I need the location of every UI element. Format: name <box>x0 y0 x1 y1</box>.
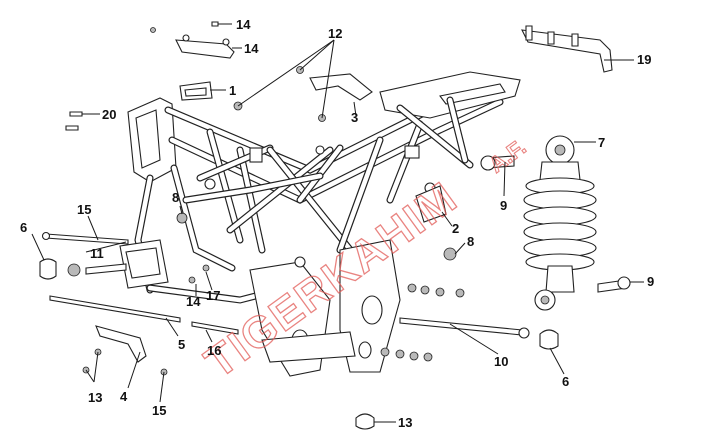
svg-text:A.F.: A.F. <box>484 134 530 177</box>
callout-9-lower: 9 <box>647 274 654 289</box>
leader-lines <box>31 23 644 423</box>
callout-19: 14 <box>236 17 251 32</box>
callout-15-lower: 16 <box>207 343 221 358</box>
callout-14-lower: 15 <box>152 403 166 418</box>
rear-shock-7 <box>523 135 597 311</box>
callout-15-upper: 15 <box>77 202 91 217</box>
callout-13-lower: 13 <box>88 390 102 405</box>
callout-6-left: 6 <box>20 220 27 235</box>
callout-16: 17 <box>206 288 220 303</box>
callout-7: 7 <box>598 135 605 150</box>
callout-8-left: 8 <box>172 190 179 205</box>
bracket-3 <box>309 73 373 101</box>
callout-10: 10 <box>494 354 508 369</box>
callout-3: 3 <box>351 110 358 125</box>
callout-11: 11 <box>90 246 104 261</box>
callout-13-top: 12 <box>328 26 342 41</box>
callout-12: 13 <box>398 415 412 430</box>
callout-5: 5 <box>178 337 185 352</box>
callout-4: 4 <box>120 389 128 404</box>
bracket-18 <box>175 39 235 59</box>
callout-6-right: 6 <box>562 374 569 389</box>
callouts: 14 14 1 12 3 20 19 7 9 9 8 2 8 15 6 11 1… <box>20 17 654 430</box>
callout-1: 1 <box>229 83 236 98</box>
callout-20: 20 <box>102 107 116 122</box>
rear-bracket-17 <box>521 29 613 73</box>
callout-8-right: 8 <box>467 234 474 249</box>
callout-17: 19 <box>637 52 651 67</box>
callout-2: 2 <box>452 221 459 236</box>
axle-10 <box>399 317 523 336</box>
callout-18: 14 <box>244 41 259 56</box>
callout-14-mid: 14 <box>186 294 201 309</box>
callout-9-upper: 9 <box>500 198 507 213</box>
main-frame <box>119 71 521 377</box>
